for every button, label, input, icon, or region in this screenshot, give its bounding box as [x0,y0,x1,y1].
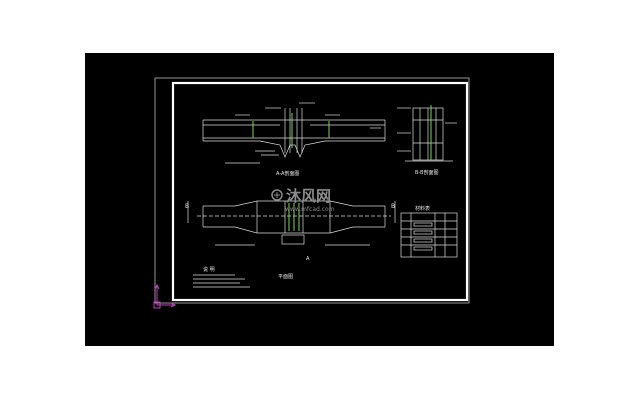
notes-title: 说 明 [203,266,215,273]
section-a-a-drawing [202,102,386,164]
material-table [400,212,458,258]
section-b-b-title: B-B剖面图 [415,169,439,176]
material-table-title: 材料表 [415,205,430,212]
watermark-name: 沐风网 [286,187,331,205]
drawing-frame [171,81,469,302]
plan-marker-left: B [185,203,189,210]
ucs-axis-icon [153,283,177,309]
section-b-b-drawing [397,107,457,162]
drawing-canvas[interactable]: A-A剖面图 B-B剖面图 B B [85,53,554,346]
plan-view-highlights [288,203,300,231]
sheet-outer-border [154,77,470,304]
section-a-a-highlights [252,113,330,148]
cad-model-viewport[interactable]: A-A剖面图 B-B剖面图 B B [85,53,554,346]
notes-block [193,274,250,288]
plan-marker-right: B [391,203,395,210]
watermark-url: www.mfcad.com [285,206,335,213]
plan-marker-bottom: A [306,256,310,262]
mfcad-logo-icon [271,189,283,201]
plan-view-title: 平面图 [278,274,293,280]
section-a-a-title: A-A剖面图 [276,170,299,177]
